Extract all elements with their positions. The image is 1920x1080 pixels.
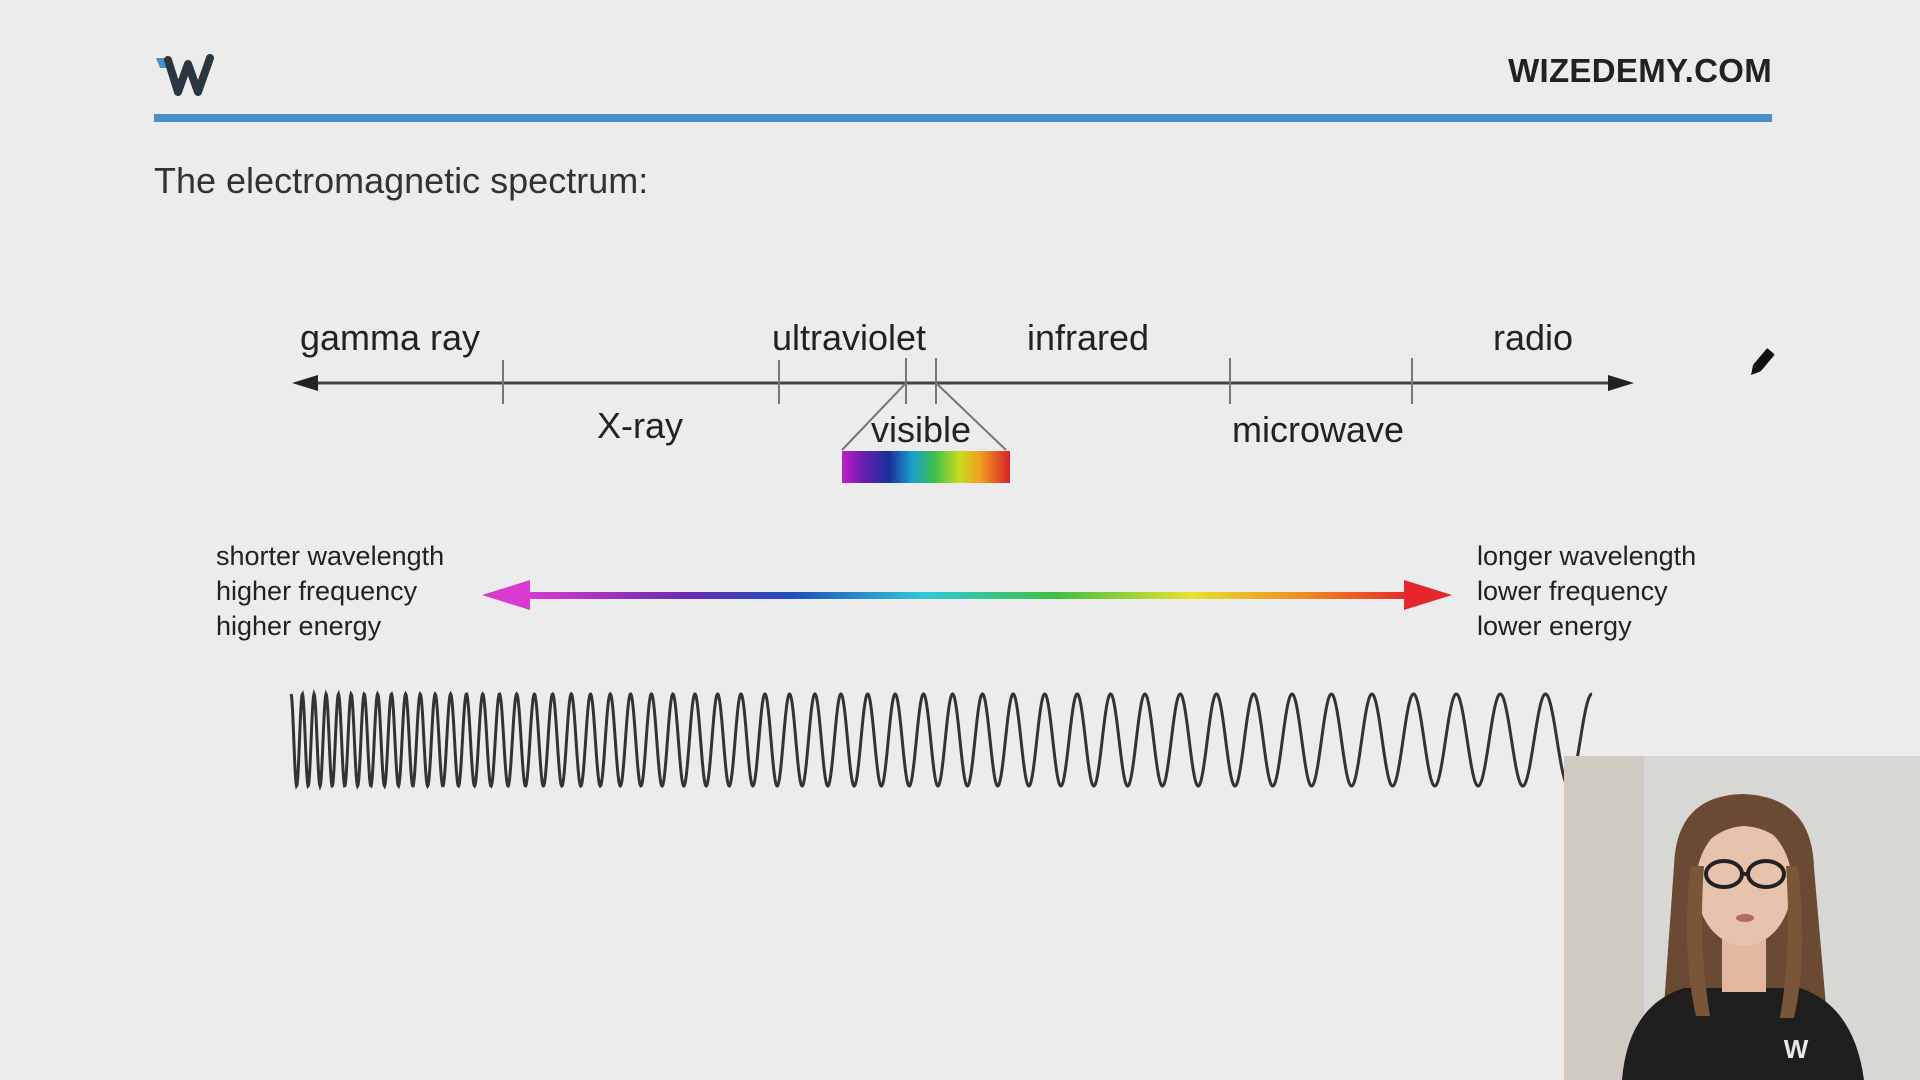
gradient-arrow bbox=[482, 580, 1452, 610]
label-radio: radio bbox=[1493, 317, 1573, 358]
left-descriptor: shorter wavelength higher frequency high… bbox=[216, 541, 444, 641]
spectrum-ticks bbox=[502, 358, 1413, 404]
label-x-ray: X-ray bbox=[597, 405, 683, 446]
header-rule bbox=[154, 114, 1772, 122]
label-ultraviolet: ultraviolet bbox=[772, 317, 926, 358]
right-line-2: lower frequency bbox=[1477, 576, 1668, 606]
wizedemy-w-logo-icon bbox=[156, 54, 214, 96]
presenter-webcam: W bbox=[1564, 756, 1920, 1080]
right-line-3: lower energy bbox=[1477, 611, 1632, 641]
pen-icon[interactable] bbox=[1747, 348, 1775, 378]
left-line-1: shorter wavelength bbox=[216, 541, 444, 571]
visible-zoom-lines bbox=[841, 382, 1007, 451]
wavelength-wave bbox=[289, 689, 1593, 791]
label-microwave: microwave bbox=[1232, 409, 1404, 450]
slide-title: The electromagnetic spectrum: bbox=[154, 160, 649, 201]
site-name[interactable]: WIZEDEMY.COM bbox=[1508, 52, 1772, 89]
shirt-logo: W bbox=[1784, 1034, 1809, 1064]
right-line-1: longer wavelength bbox=[1477, 541, 1696, 571]
visible-color-band bbox=[842, 451, 1010, 483]
spectrum-axis bbox=[292, 375, 1634, 391]
label-gamma-ray: gamma ray bbox=[300, 317, 480, 358]
label-infrared: infrared bbox=[1027, 317, 1149, 358]
label-visible: visible bbox=[871, 409, 971, 450]
left-line-2: higher frequency bbox=[216, 576, 418, 606]
presenter-video: W bbox=[1564, 756, 1920, 1080]
right-descriptor: longer wavelength lower frequency lower … bbox=[1477, 541, 1696, 641]
left-line-3: higher energy bbox=[216, 611, 382, 641]
